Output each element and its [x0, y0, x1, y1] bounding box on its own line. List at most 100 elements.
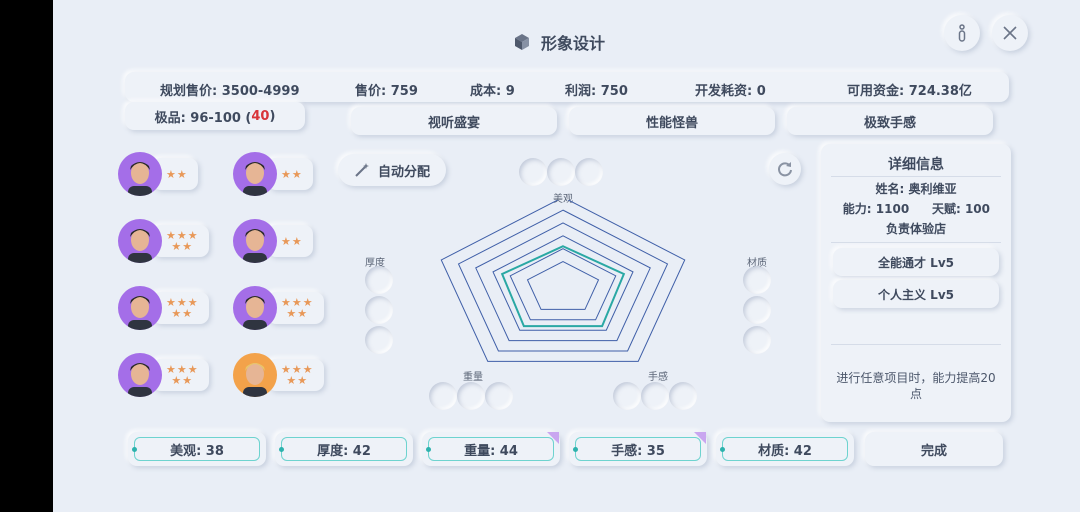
auto-assign-button[interactable]: 自动分配 — [338, 154, 446, 186]
stars-top: ★★★ — [166, 229, 199, 242]
radar-ring — [509, 248, 617, 321]
skill-description: 进行任意项目时，能力提高20点 — [836, 371, 996, 401]
slot[interactable] — [519, 158, 547, 186]
slot-group-material — [743, 266, 771, 354]
stars-top: ★★★ — [166, 363, 199, 376]
info-icon — [958, 24, 966, 42]
detail-heading: 详细信息 — [888, 157, 944, 173]
radar-ring — [457, 209, 669, 352]
stats-bar: 规划售价: 3500-4999 售价: 759 成本: 9 利润: 750 开发… — [125, 72, 1009, 102]
employee-avatar — [118, 152, 162, 196]
skill-badge[interactable]: 全能通才 Lv5 — [833, 248, 999, 276]
divider — [831, 176, 1001, 177]
radar-ring — [526, 260, 600, 310]
slot[interactable] — [365, 266, 393, 294]
slot[interactable] — [457, 382, 485, 410]
slot[interactable] — [485, 382, 513, 410]
slot[interactable] — [613, 382, 641, 410]
refresh-icon — [778, 162, 792, 177]
magic-wand-icon — [355, 163, 369, 177]
slot[interactable] — [365, 296, 393, 324]
slot[interactable] — [365, 326, 393, 354]
employee-card[interactable]: ★★★★★ — [118, 219, 209, 263]
attr-weight: 重量: 44 — [422, 432, 560, 466]
slot-label-looks: 美观 — [553, 194, 573, 205]
stars-top: ★★ — [166, 167, 188, 181]
employee-role: 负责体验店 — [885, 222, 946, 236]
employee-talent: 天赋: 100 — [931, 202, 991, 216]
employee-avatar — [233, 286, 277, 330]
premium-suffix: ) — [269, 108, 276, 124]
employee-card[interactable]: ★★★★★ — [118, 286, 209, 330]
slot[interactable] — [575, 158, 603, 186]
employee-avatar — [233, 353, 277, 397]
premium-range: 极品: 96-100 (40) — [125, 102, 305, 130]
employee-card[interactable]: ★★★★★ — [233, 353, 324, 397]
slot-group-weight — [429, 382, 513, 410]
employee-avatar — [118, 219, 162, 263]
stars-top: ★★★ — [281, 296, 314, 309]
info-button[interactable] — [944, 15, 980, 51]
available-funds: 可用资金: 724.38亿 — [847, 84, 972, 99]
slot-group-feel — [613, 382, 697, 410]
slot[interactable] — [547, 158, 575, 186]
radar-ring — [475, 222, 651, 342]
tag-button-feel[interactable]: 极致手感 — [787, 107, 993, 135]
attr-material: 材质: 42 — [716, 432, 854, 466]
stars-bottom: ★★ — [171, 240, 194, 253]
employee-card[interactable]: ★★ — [118, 152, 198, 196]
planned-price: 规划售价: 3500-4999 — [160, 84, 300, 99]
stars-bottom: ★★ — [286, 307, 309, 320]
slot-label-feel: 手感 — [648, 372, 668, 383]
slot[interactable] — [641, 382, 669, 410]
price: 售价: 759 — [355, 84, 418, 99]
slot-label-thickness: 厚度 — [365, 258, 385, 269]
premium-value: 40 — [251, 108, 270, 124]
employee-avatar — [118, 286, 162, 330]
radar-ring — [492, 235, 634, 331]
divider — [831, 344, 1001, 345]
detail-panel: 详细信息 姓名: 奥利维亚 能力: 1100 天赋: 100 负责体验店 全能通… — [821, 144, 1011, 422]
dev-cost: 开发耗资: 0 — [695, 84, 766, 99]
attr-looks: 美观: 38 — [128, 432, 266, 466]
employee-card[interactable]: ★★ — [233, 219, 313, 263]
star-rating: ★★★★★ — [152, 225, 209, 257]
done-button[interactable]: 完成 — [865, 432, 1003, 466]
done-label: 完成 — [920, 443, 947, 459]
employee-card[interactable]: ★★ — [233, 152, 313, 196]
employee-ability: 能力: 1100 — [842, 202, 910, 216]
close-button[interactable] — [992, 15, 1028, 51]
stars-top: ★★ — [281, 167, 303, 181]
tag-button-audiovisual[interactable]: 视听盛宴 — [351, 107, 557, 135]
slot-group-thickness — [365, 266, 393, 354]
title-text: 形象设计 — [541, 34, 606, 53]
radar-value-polygon — [500, 245, 626, 328]
employee-avatar — [233, 219, 277, 263]
stars-top: ★★★ — [281, 363, 314, 376]
slot[interactable] — [429, 382, 457, 410]
employee-card[interactable]: ★★★★★ — [233, 286, 324, 330]
slot-group-looks — [519, 158, 603, 186]
stars-top: ★★★ — [166, 296, 199, 309]
radar-ring — [440, 200, 686, 362]
profit: 利润: 750 — [565, 84, 628, 99]
slot-label-material: 材质 — [747, 258, 767, 269]
skill-badge[interactable]: 个人主义 Lv5 — [833, 280, 999, 308]
attr-feel: 手感: 35 — [569, 432, 707, 466]
attr-thickness: 厚度: 42 — [275, 432, 413, 466]
refresh-button[interactable] — [769, 153, 801, 185]
page-title: 形象设计 — [513, 30, 605, 54]
screen: 形象设计 规划售价: 3500-4999 售价: 759 成本: 9 利润: 7… — [53, 0, 1080, 512]
slot[interactable] — [743, 326, 771, 354]
employee-card[interactable]: ★★★★★ — [118, 353, 209, 397]
auto-assign-label: 自动分配 — [377, 164, 430, 180]
slot[interactable] — [669, 382, 697, 410]
employee-avatar — [233, 152, 277, 196]
cost: 成本: 9 — [470, 84, 515, 99]
slot-label-weight: 重量 — [463, 372, 483, 383]
tag-button-performance[interactable]: 性能怪兽 — [569, 107, 775, 135]
slot[interactable] — [743, 266, 771, 294]
stars-top: ★★ — [281, 234, 303, 248]
slot[interactable] — [743, 296, 771, 324]
stars-bottom: ★★ — [171, 374, 194, 387]
